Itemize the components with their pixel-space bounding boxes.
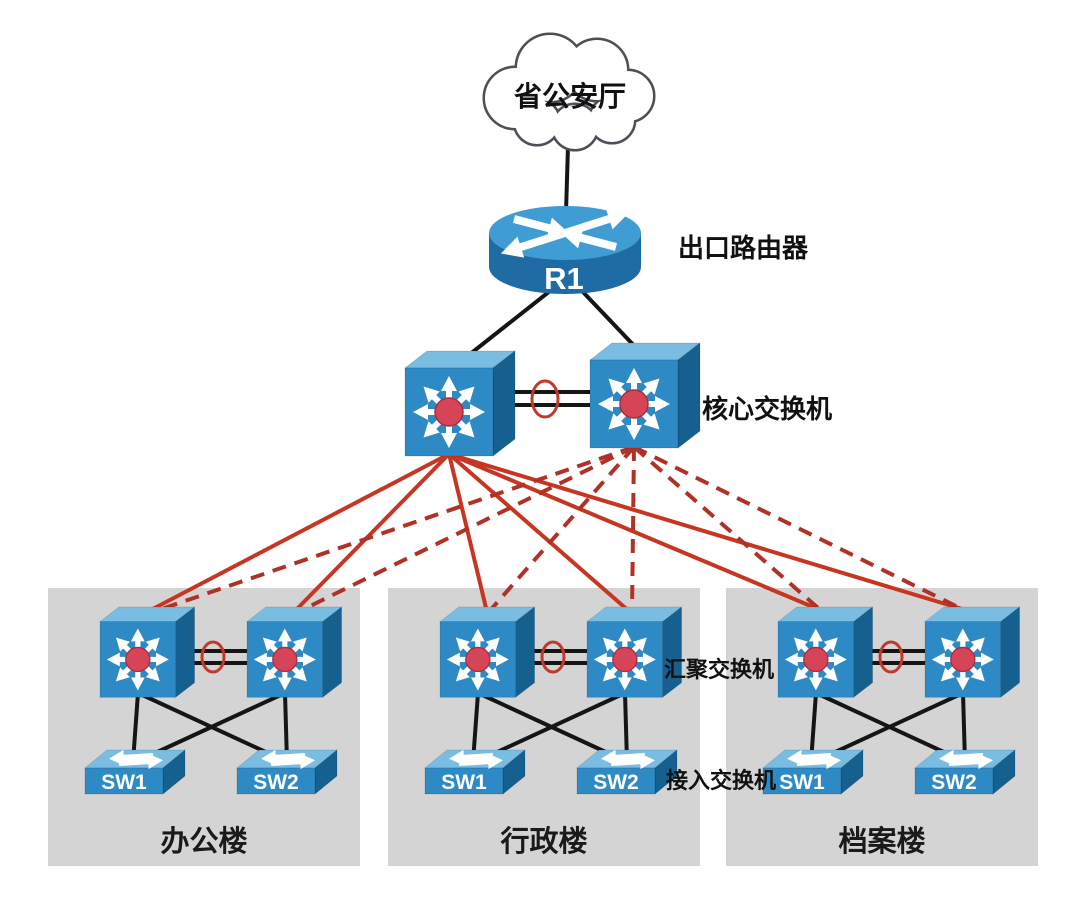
- office-access-switch-2-label: SW2: [253, 771, 299, 794]
- admin-access-switch-2-label: SW2: [593, 771, 639, 794]
- router-icon: R1: [489, 206, 641, 296]
- admin-access-switch-1-label: SW1: [441, 771, 487, 794]
- core-switch-1-icon: [405, 351, 515, 456]
- access-switch-label: 接入交换机: [666, 768, 776, 793]
- router-name: R1: [544, 261, 584, 296]
- office-internal-links: [131, 649, 289, 764]
- admin-building-name: 行政楼: [499, 825, 587, 858]
- archive-agg-switch-1-icon: [778, 607, 873, 697]
- admin-agg-switch-1-icon: [440, 607, 535, 697]
- office-agg-switch-2-icon: [247, 607, 342, 697]
- archive-access-switch-1-label: SW1: [779, 771, 825, 794]
- archive-link-aggregation-ring: [878, 640, 904, 674]
- admin-link-aggregation-ring: [540, 640, 566, 674]
- core2-agg-links-dashed: [146, 445, 973, 616]
- link-router-core1: [458, 289, 552, 364]
- office-link-aggregation-ring: [200, 640, 226, 674]
- aggregation-switch-label: 汇聚交换机: [664, 657, 774, 682]
- core-link-aggregation-ring: [530, 379, 560, 419]
- building-office: SW1 SW2 办公楼: [85, 607, 342, 858]
- admin-agg-switch-2-icon: [587, 607, 682, 697]
- office-agg-switch-1-icon: [100, 607, 195, 697]
- building-archive: SW1 SW2 档案楼: [763, 607, 1020, 858]
- archive-access-switch-2-label: SW2: [931, 771, 977, 794]
- cloud-icon: 省公安厅: [485, 35, 653, 149]
- archive-building-name: 档案楼: [838, 824, 925, 858]
- archive-agg-switch-2-icon: [925, 607, 1020, 697]
- core-switch-2-icon: [590, 343, 700, 448]
- building-admin: SW1 SW2 行政楼: [425, 607, 682, 858]
- cloud-label: 省公安厅: [514, 81, 626, 112]
- core-switch-label: 核心交换机: [702, 394, 832, 424]
- router-label: 出口路由器: [678, 233, 809, 263]
- office-building-name: 办公楼: [160, 825, 247, 858]
- office-access-switch-1-label: SW1: [101, 771, 147, 794]
- link-cloud-router: [564, 144, 570, 214]
